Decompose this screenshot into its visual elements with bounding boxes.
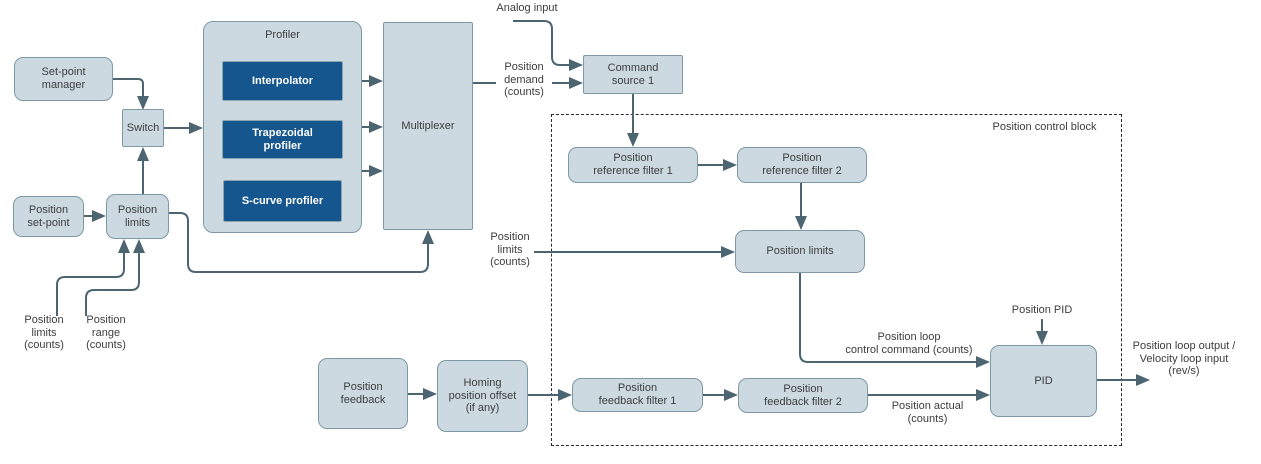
wire-analog-input-to-command-source xyxy=(513,20,583,71)
block-multiplexer: Multiplexer xyxy=(383,22,473,230)
block-position-feedback-filter-2: Position feedback filter 2 xyxy=(738,378,868,413)
label-position-range-counts: Position range (counts) xyxy=(86,314,126,352)
block-position-set-point: Position set-point xyxy=(13,196,84,237)
label-analog-input: Analog input xyxy=(496,2,558,14)
block-set-point-manager: Set-point manager xyxy=(14,57,113,101)
block-homing-position-offset: Homing position offset (if any) xyxy=(437,360,528,432)
label-position-pid: Position PID xyxy=(1011,304,1073,316)
profiler-title: Profiler xyxy=(265,29,300,41)
block-pid: PID xyxy=(990,345,1097,417)
block-position-feedback-filter-1: Position feedback filter 1 xyxy=(572,378,703,412)
label-position-loop-control-command: Position loop control command (counts) xyxy=(845,331,973,356)
block-s-curve-profiler: S-curve profiler xyxy=(223,180,342,222)
block-position-feedback: Position feedback xyxy=(318,358,408,429)
wire-position-limits-to-multiplexer xyxy=(169,212,434,273)
block-position-limits-inner: Position limits xyxy=(735,230,865,273)
block-interpolator: Interpolator xyxy=(222,61,343,101)
label-position-limits-counts: Position limits (counts) xyxy=(24,314,64,352)
position-control-block-region xyxy=(551,114,1122,446)
block-position-reference-filter-1: Position reference filter 1 xyxy=(568,147,698,183)
wire-position-range-counts-to-block xyxy=(85,239,145,316)
label-position-demand: Position demand (counts) xyxy=(496,61,552,99)
label-position-control-block: Position control block xyxy=(992,121,1097,133)
label-position-limits-counts-mid: Position limits (counts) xyxy=(490,231,530,269)
label-position-loop-output: Position loop output / Velocity loop inp… xyxy=(1132,340,1236,378)
block-position-reference-filter-2: Position reference filter 2 xyxy=(737,147,867,183)
block-position-limits-left: Position limits xyxy=(106,194,169,239)
block-trapezoidal-profiler: Trapezoidal profiler xyxy=(222,120,343,159)
label-position-actual: Position actual (counts) xyxy=(891,400,964,425)
wire-setpoint-manager-to-switch xyxy=(113,78,149,110)
block-command-source-1: Command source 1 xyxy=(583,55,683,94)
wire-position-limits-counts-to-block xyxy=(56,239,130,316)
wire-position-limits-to-pid xyxy=(799,273,990,368)
block-switch: Switch xyxy=(122,109,164,147)
